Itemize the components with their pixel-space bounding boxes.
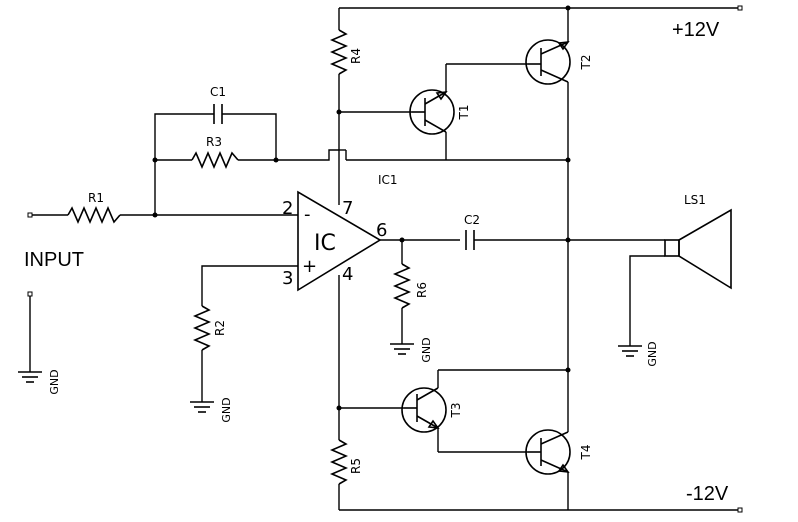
negative-supply-label: -12V <box>686 483 729 505</box>
pin-6-label: 6 <box>376 220 387 241</box>
capacitor-c1 <box>154 104 277 215</box>
r2-label: R2 <box>213 320 227 336</box>
op-amp-ref-label: IC1 <box>378 173 398 187</box>
positive-rail <box>339 5 743 11</box>
resistor-r2 <box>192 305 212 351</box>
capacitor-c2 <box>465 230 665 250</box>
resistor-r4 <box>329 8 349 112</box>
transistor-t1 <box>409 64 455 160</box>
positive-supply-label: +12V <box>672 19 720 41</box>
c1-label: C1 <box>210 85 226 99</box>
gnd-label-r2: GND <box>220 397 233 422</box>
ground-symbol-speaker <box>618 345 642 357</box>
speaker-ls1 <box>629 208 732 346</box>
t2-label: T2 <box>579 55 593 71</box>
resistor-r1 <box>67 205 121 225</box>
t4-label: T4 <box>579 445 593 461</box>
noninverting-sign: + <box>302 256 317 277</box>
pin-3-label: 3 <box>282 268 293 289</box>
r4-label: R4 <box>349 48 363 64</box>
transistor-t2 <box>525 8 571 160</box>
gnd-label-r6: GND <box>420 337 433 362</box>
t1-label: T1 <box>457 105 471 121</box>
ground-symbol-input <box>18 371 42 383</box>
pin-2-label: 2 <box>282 198 293 219</box>
ground-symbol-r2 <box>190 401 214 413</box>
gnd-label-speaker: GND <box>646 341 659 366</box>
input-label: INPUT <box>24 249 84 271</box>
op-amp-ic <box>297 190 460 292</box>
ls1-label: LS1 <box>684 193 706 207</box>
inverting-sign: - <box>304 204 311 225</box>
pin-4-label: 4 <box>342 264 353 285</box>
resistor-r6 <box>392 240 412 344</box>
op-amp-body-label: IC <box>314 231 336 256</box>
r1-label: R1 <box>88 191 104 205</box>
transistor-t3 <box>401 370 447 452</box>
r3-label: R3 <box>206 135 222 149</box>
c2-label: C2 <box>464 213 480 227</box>
t3-label: T3 <box>449 403 463 419</box>
resistor-r5 <box>329 408 349 510</box>
negative-rail <box>339 507 743 513</box>
r6-label: R6 <box>415 282 429 298</box>
transistor-t4 <box>525 370 571 510</box>
r5-label: R5 <box>349 458 363 474</box>
ground-symbol-r6 <box>390 343 414 355</box>
gnd-label-input: GND <box>48 369 61 394</box>
pin-7-label: 7 <box>342 198 353 219</box>
resistor-r3 <box>155 150 276 170</box>
